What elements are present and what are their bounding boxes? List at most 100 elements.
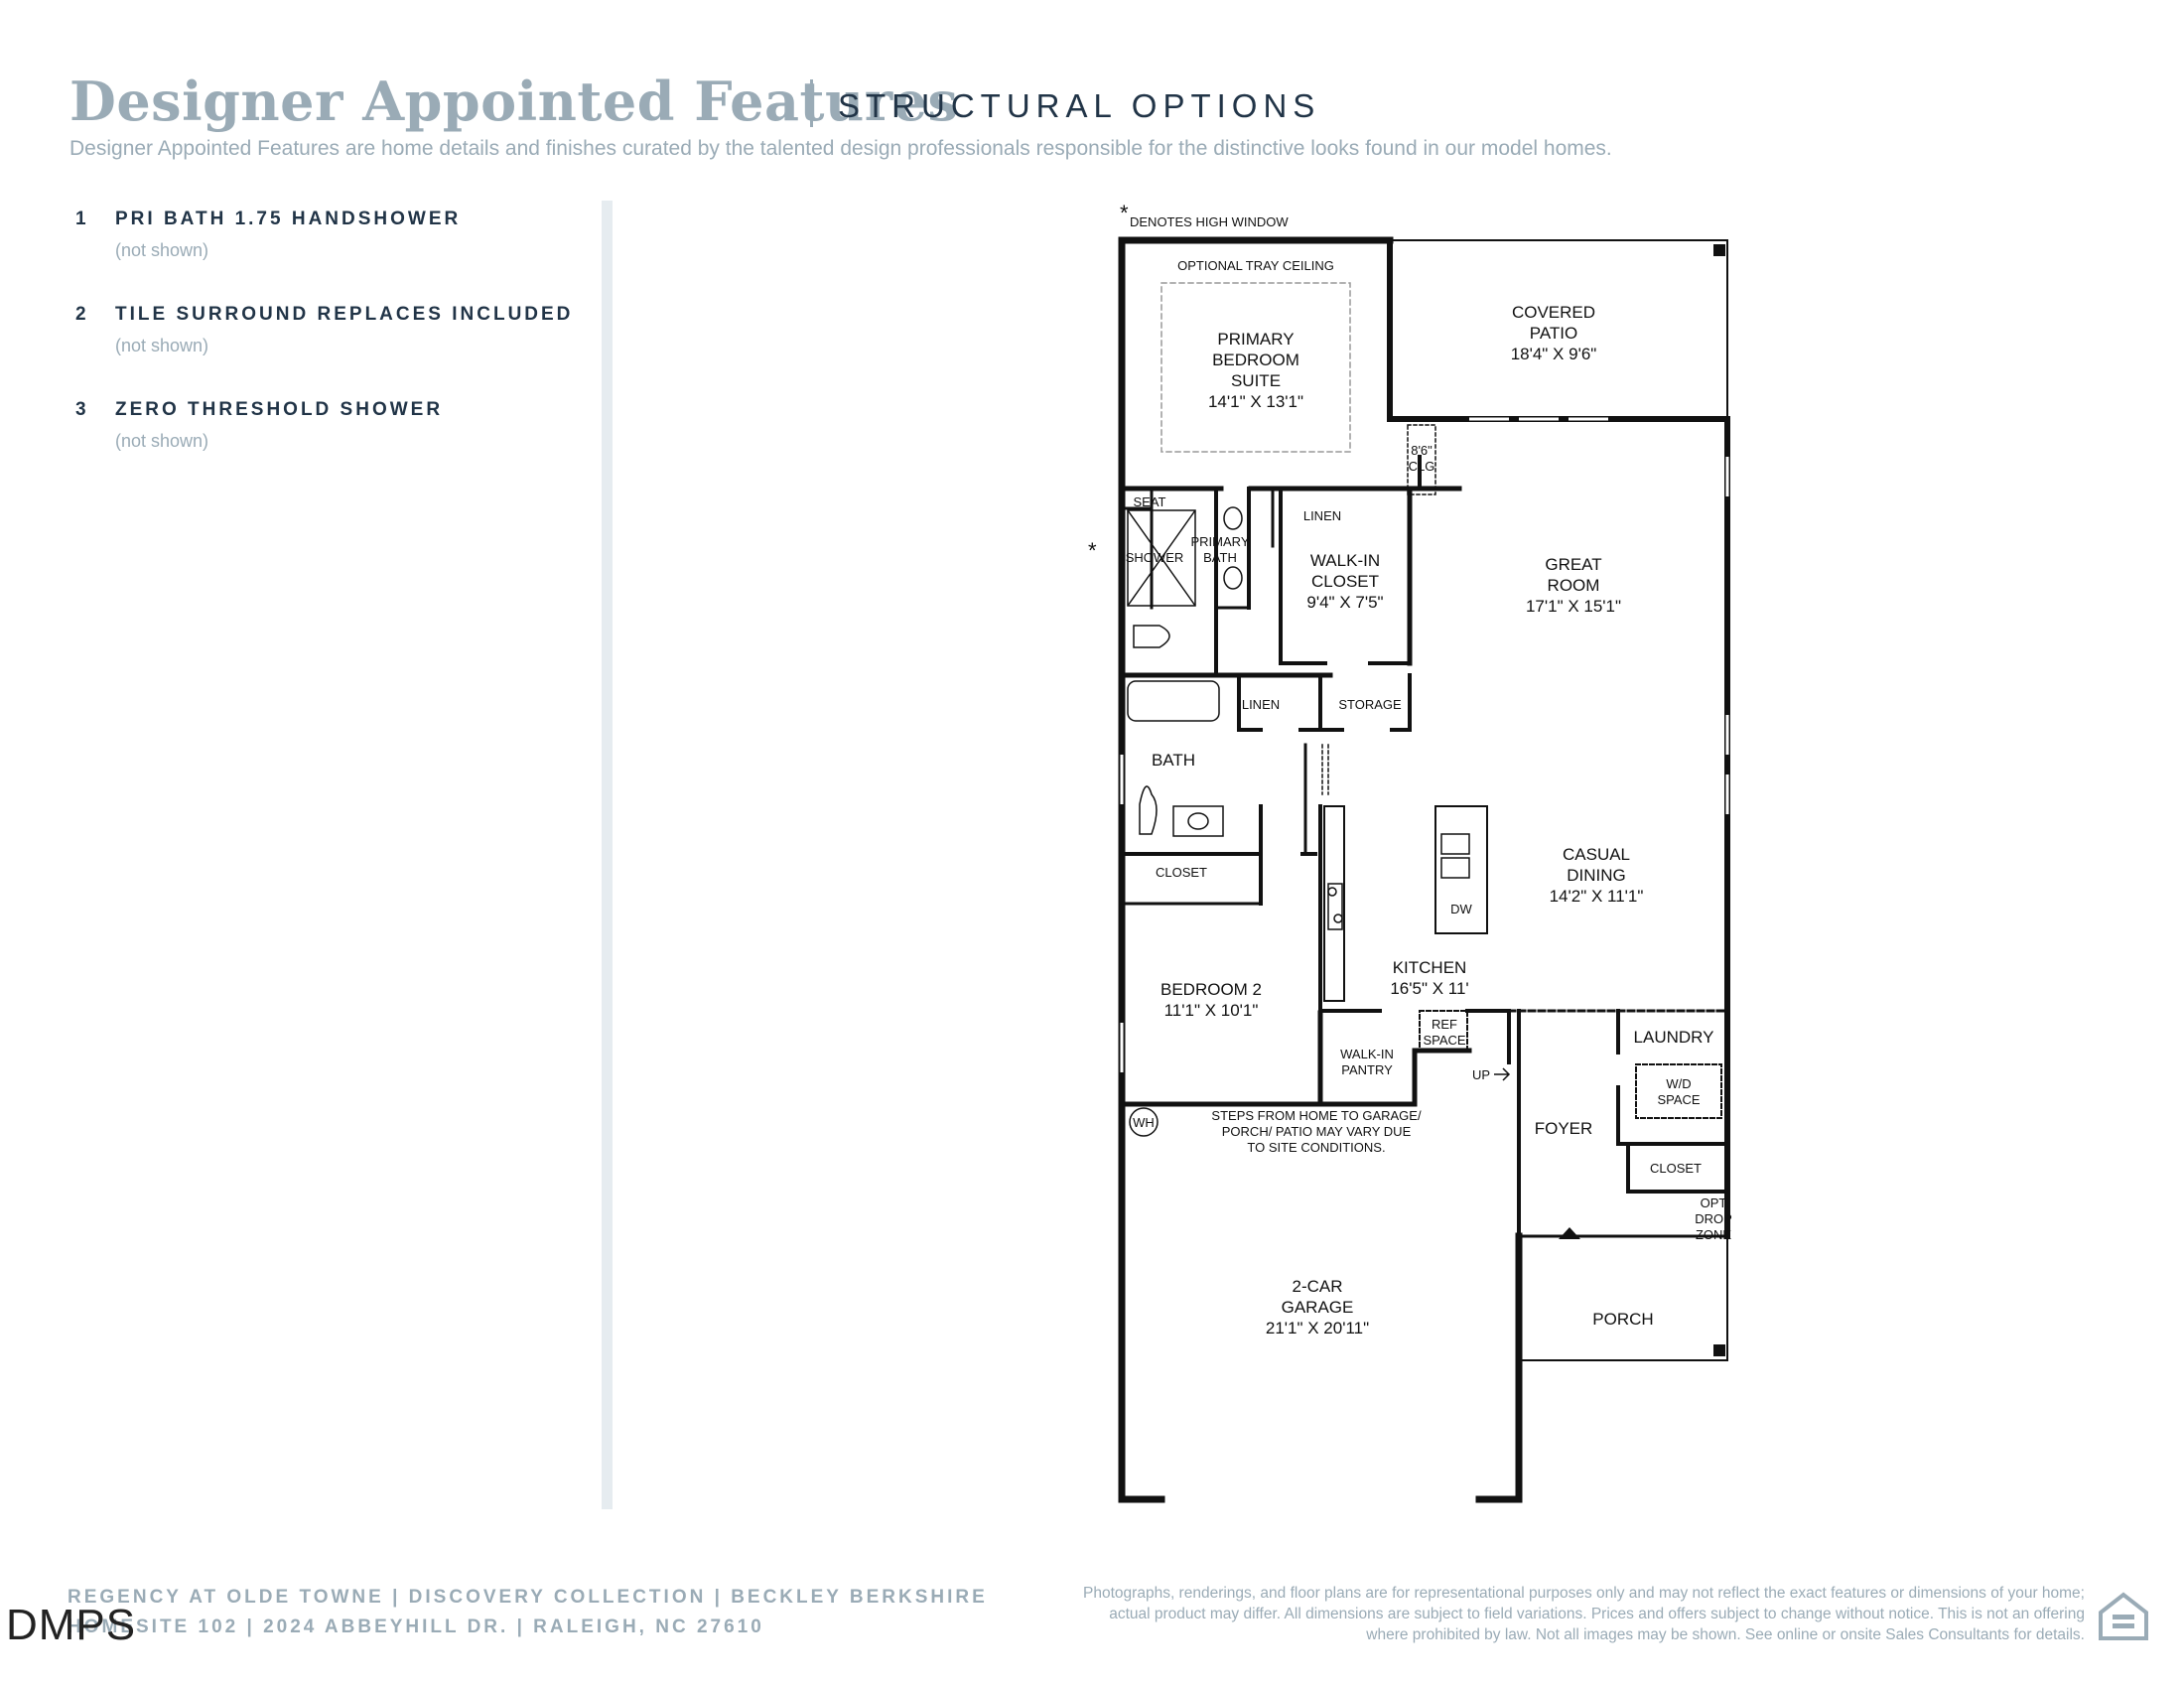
plan-wall (1279, 487, 1327, 665)
feature-note: (not shown) (115, 240, 209, 260)
equal-housing-opportunity-icon (2099, 1592, 2148, 1640)
room-label: CLOSET (1311, 572, 1379, 591)
tray-ceiling (1160, 282, 1351, 453)
steps-note: PORCH/ PATIO MAY VARY DUE (1222, 1124, 1412, 1139)
small-label: DROP (1695, 1211, 1732, 1226)
room-label: SUITE (1231, 371, 1281, 390)
high-window-asterisk: * (1088, 538, 1097, 563)
plan-wall (1616, 1085, 1729, 1146)
kitchen-island (1434, 805, 1488, 934)
porch-outline (1518, 1235, 1728, 1361)
steps-note: TO SITE CONDITIONS. (1247, 1140, 1385, 1155)
clg-label: 8'6" (1411, 443, 1433, 458)
sink (1223, 506, 1243, 530)
small-label: CLOSET (1156, 865, 1207, 880)
feature-note: (not shown) (115, 431, 209, 451)
small-label: PANTRY (1341, 1062, 1393, 1077)
room-label: PATIO (1530, 324, 1578, 343)
feature-item: 3 ZERO THRESHOLD SHOWER (not shown) (69, 399, 606, 494)
high-window-note: DENOTES HIGH WINDOW (1130, 214, 1289, 229)
plan-wall (1465, 1009, 1511, 1064)
sink (1223, 566, 1243, 590)
room-label: DINING (1567, 866, 1626, 885)
small-label: STORAGE (1338, 697, 1402, 712)
high-window-asterisk: * (1120, 201, 1129, 225)
small-label: PRIMARY (1191, 534, 1250, 549)
watermark: DMPS (6, 1601, 137, 1649)
small-label: WALK-IN (1340, 1047, 1394, 1061)
footer-address: HOMESITE 102 | 2024 ABBEYHILL DR. | RALE… (68, 1617, 764, 1637)
plan-wall (1237, 673, 1263, 732)
clg-label: CLG (1409, 459, 1435, 474)
small-label: LINEN (1303, 508, 1341, 523)
feature-number: 2 (75, 304, 86, 325)
range (1327, 883, 1343, 930)
room-label: LAUNDRY (1634, 1028, 1714, 1047)
small-label: SHOWER (1126, 550, 1184, 565)
shower-stall (1127, 509, 1196, 607)
room-dimension: 9'4" X 7'5" (1306, 593, 1383, 612)
feature-note: (not shown) (115, 336, 209, 355)
footer-disclaimer: Photographs, renderings, and floor plans… (1083, 1585, 2085, 1643)
feature-list: 1 PRI BATH 1.75 HANDSHOWER (not shown) 2… (69, 209, 606, 494)
small-label: W/D (1666, 1076, 1691, 1091)
feature-item: 1 PRI BATH 1.75 HANDSHOWER (not shown) (69, 209, 606, 304)
room-label: PRIMARY (1217, 330, 1294, 349)
small-label: SPACE (1423, 1033, 1465, 1048)
toilet (1139, 785, 1158, 835)
kitchen-counter (1323, 805, 1345, 1002)
burner (1327, 887, 1337, 897)
footer-community: REGENCY AT OLDE TOWNE | DISCOVERY COLLEC… (68, 1587, 988, 1608)
post (1713, 1344, 1725, 1356)
tray-ceiling-label: OPTIONAL TRAY CEILING (1177, 258, 1334, 273)
room-dimension: 16'5" X 11' (1390, 979, 1468, 998)
room-label: 2-CAR (1292, 1277, 1342, 1296)
room-label: BATH (1152, 751, 1195, 770)
feature-item: 2 TILE SURROUND REPLACES INCLUDED (not s… (69, 304, 606, 399)
feature-name: TILE SURROUND REPLACES INCLUDED (115, 304, 574, 325)
small-label: OPT (1701, 1196, 1727, 1210)
small-label: ZONE (1696, 1227, 1731, 1242)
feature-number: 3 (75, 399, 86, 420)
bathtub (1127, 680, 1220, 722)
room-label: BEDROOM (1212, 351, 1299, 369)
small-label: DW (1450, 902, 1472, 916)
room-dimension: 11'1" X 10'1" (1164, 1001, 1259, 1020)
wd-space (1635, 1063, 1722, 1119)
room-label: ROOM (1548, 576, 1600, 595)
room-label: GREAT (1545, 555, 1601, 574)
small-label: BATH (1203, 550, 1237, 565)
sink (1187, 812, 1209, 830)
room-dimension: 21'1" X 20'11" (1266, 1319, 1369, 1337)
ref-space (1419, 1010, 1468, 1052)
feature-name: PRI BATH 1.75 HANDSHOWER (115, 209, 462, 229)
room-dimension: 14'2" X 11'1" (1550, 887, 1644, 906)
room-dimension: 18'4" X 9'6" (1511, 345, 1597, 363)
room-label: FOYER (1535, 1119, 1593, 1138)
room-label: CASUAL (1563, 845, 1630, 864)
small-label: SPACE (1657, 1092, 1700, 1107)
small-label: LINEN (1242, 697, 1280, 712)
plan-wall (1626, 1142, 1729, 1194)
small-label: UP (1472, 1067, 1490, 1082)
toilet (1133, 625, 1170, 648)
room-label: KITCHEN (1393, 958, 1467, 977)
room-label: COVERED (1512, 303, 1595, 322)
title-divider (810, 79, 813, 127)
patio-outline (1389, 239, 1728, 420)
water-heater (1129, 1107, 1159, 1137)
shower-stall (1127, 509, 1196, 607)
post (1713, 244, 1725, 256)
room-dimension: 14'1" X 13'1" (1208, 392, 1303, 411)
room-label: BEDROOM 2 (1160, 980, 1262, 999)
feature-number: 1 (75, 209, 86, 229)
small-label: CLOSET (1650, 1161, 1702, 1176)
small-label: REF (1432, 1017, 1457, 1032)
sink (1440, 833, 1470, 855)
plan-wall (1390, 673, 1412, 732)
room-dimension: 17'1" X 15'1" (1526, 597, 1621, 616)
room-label: PORCH (1592, 1310, 1653, 1329)
clg-area (1407, 424, 1436, 495)
small-label: SEAT (1134, 494, 1166, 509)
room-label: WALK-IN (1310, 551, 1380, 570)
